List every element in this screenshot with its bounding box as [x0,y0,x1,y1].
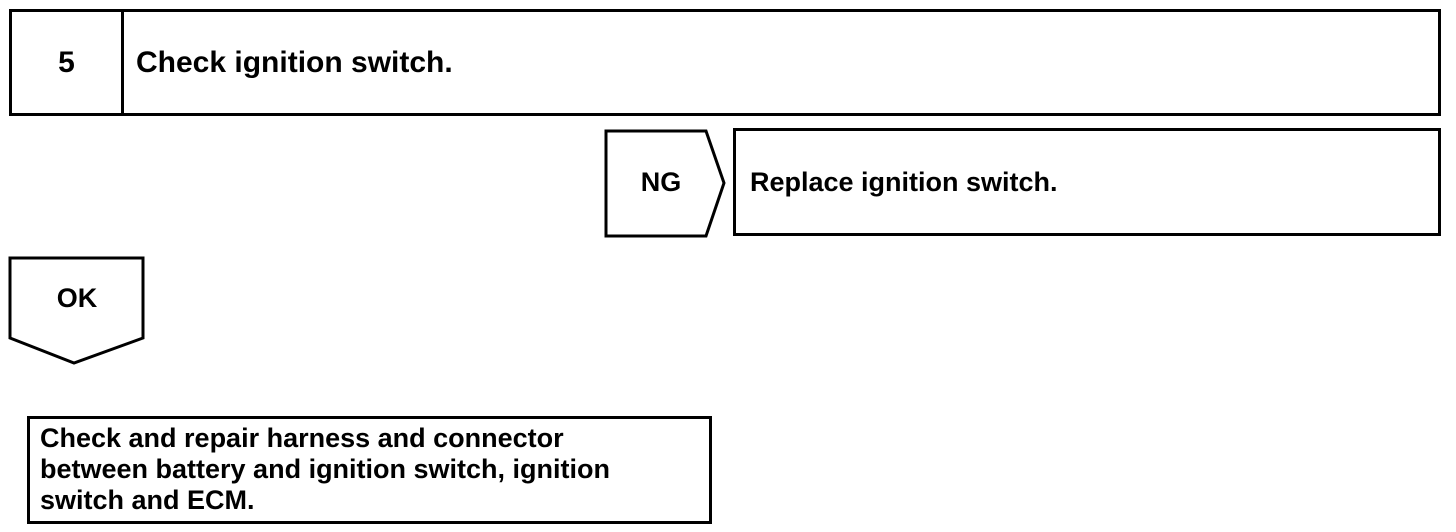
ng-action-text: Replace ignition switch. [750,166,1058,197]
ok-label: OK [56,282,98,313]
ng-arrow-shape [604,129,726,238]
ok-arrow-shape [8,256,145,365]
step-title: Check ignition switch. [136,45,453,79]
repair-text: Check and repair harness and connector b… [40,423,705,516]
ng-label: NG [640,166,682,197]
step-divider [121,9,124,116]
repair-line-2: between battery and ignition switch, ign… [40,454,611,484]
step-number: 5 [58,45,75,79]
step-box [9,9,1441,116]
repair-box [27,416,712,524]
ng-action-box [733,128,1441,236]
repair-line-3: switch and ECM. [40,485,255,515]
repair-line-1: Check and repair harness and connector [40,423,564,453]
